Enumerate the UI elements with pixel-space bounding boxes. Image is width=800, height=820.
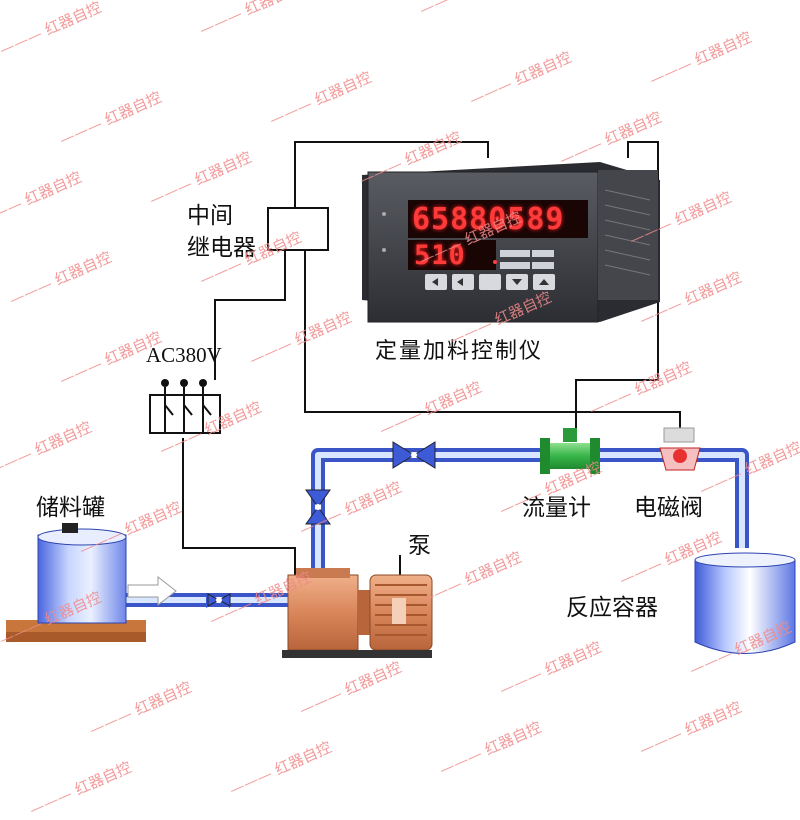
relay-box-icon — [267, 207, 329, 251]
breaker-icon — [149, 379, 221, 434]
feeding-system-diagram — [6, 141, 796, 658]
gate-valve-icon — [206, 593, 231, 608]
gate-valve-icon — [305, 489, 331, 525]
controller-icon — [362, 162, 660, 323]
upper-reading: 65880589 — [412, 202, 565, 237]
reactor-vessel-icon — [694, 552, 796, 654]
storage-tank-label: 储料罐 — [36, 495, 105, 521]
gate-valve-icon — [392, 441, 436, 469]
relay-label-line1: 中间 — [187, 203, 233, 229]
power-label: AC380V — [146, 343, 222, 367]
solenoid-valve-label: 电磁阀 — [634, 495, 703, 521]
solenoid-valve-icon — [659, 427, 701, 471]
reactor-label: 反应容器 — [566, 595, 658, 621]
flowmeter-label: 流量计 — [522, 495, 591, 521]
controller-label: 定量加料控制仪 — [375, 339, 544, 364]
pump-motor-icon — [282, 568, 433, 658]
flowmeter-icon — [540, 428, 600, 474]
wiring — [182, 141, 681, 578]
tank-icon — [6, 523, 177, 642]
relay-label-line2: 继电器 — [187, 235, 256, 261]
lower-reading: 510 — [414, 240, 466, 271]
pump-label: 泵 — [408, 533, 431, 559]
